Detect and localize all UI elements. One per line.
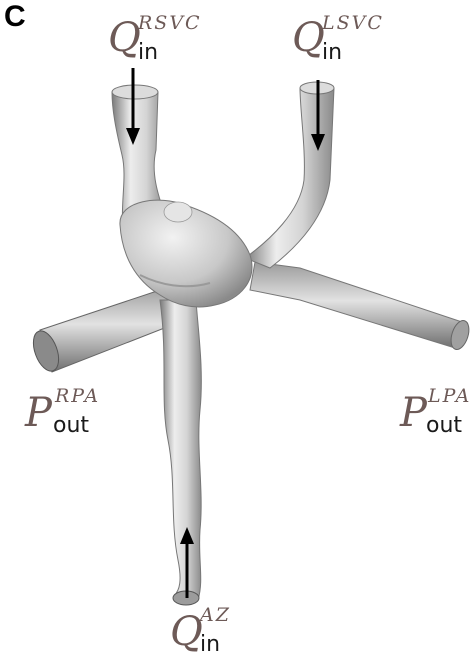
label-subscript: out	[426, 415, 462, 437]
junction-hub	[120, 200, 252, 307]
az-vessel	[160, 300, 201, 605]
label-q-rsvc: Q RSVC in	[108, 18, 141, 58]
lsvc-vessel	[245, 82, 334, 268]
label-superscript: RPA	[55, 387, 100, 406]
label-subscript: in	[200, 634, 220, 656]
label-q-lsvc: Q LSVC in	[292, 18, 325, 58]
label-symbol: Q	[292, 15, 325, 61]
label-p-rpa: P RPA out	[25, 393, 52, 433]
label-symbol: P	[25, 390, 52, 436]
lpa-vessel	[250, 262, 472, 352]
label-superscript: LSVC	[322, 14, 384, 33]
label-symbol: Q	[170, 609, 203, 655]
label-symbol: Q	[108, 15, 141, 61]
label-subscript: in	[322, 42, 342, 64]
label-q-az: Q AZ in	[170, 612, 203, 652]
label-subscript: out	[53, 415, 89, 437]
label-superscript: LPA	[428, 387, 471, 406]
label-subscript: in	[138, 42, 158, 64]
label-p-lpa: P LPA out	[400, 393, 427, 433]
label-superscript: AZ	[200, 606, 231, 625]
label-superscript: RSVC	[138, 14, 202, 33]
label-symbol: P	[400, 390, 427, 436]
